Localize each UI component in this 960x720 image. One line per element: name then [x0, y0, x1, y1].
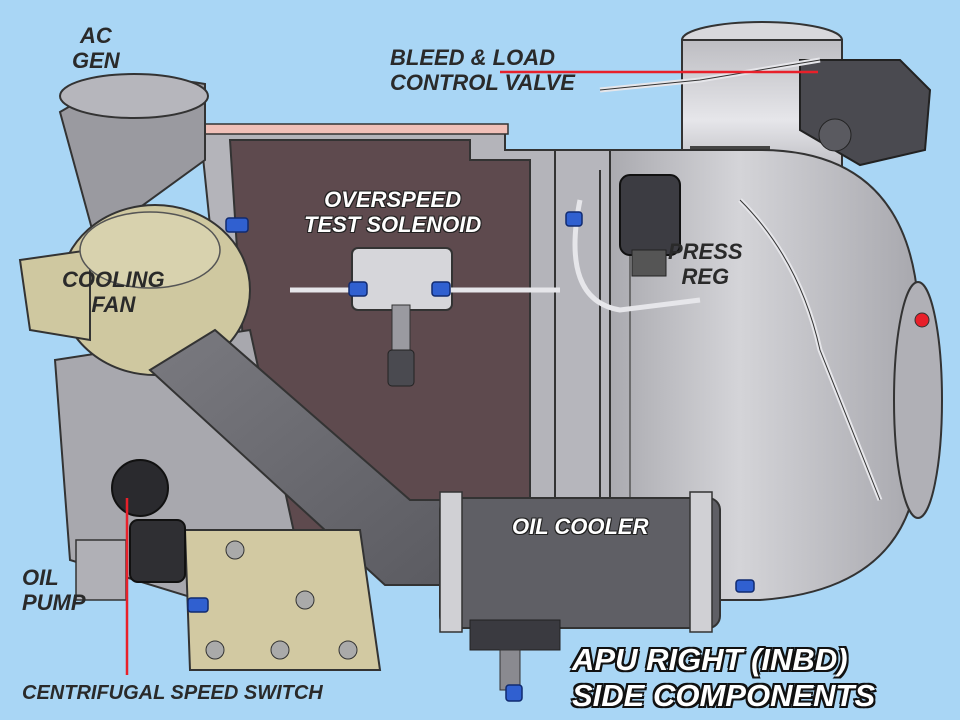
- oil-pump-part: [75, 459, 186, 601]
- cooling-fan-housing: [18, 204, 251, 376]
- ac-gen-label: AC GEN: [72, 23, 120, 73]
- tubing-outline: [599, 59, 881, 501]
- leader-lines: [125, 70, 818, 675]
- ac-gen-horn: [58, 73, 209, 242]
- overspeed-test-solenoid-label: OVERSPEED TEST SOLENOID: [304, 187, 482, 237]
- fittings: [187, 211, 755, 702]
- bleed-valve-part: [799, 59, 932, 167]
- mounting-bracket: [183, 529, 382, 671]
- bleed-load-control-valve-label: BLEED & LOAD CONTROL VALVE: [390, 45, 575, 95]
- cooling-fan-label: COOLING FAN: [62, 267, 165, 317]
- overspeed-solenoid: [351, 247, 453, 387]
- oil-pump-label: OIL PUMP: [22, 565, 86, 615]
- oil-cooler-label: OIL COOLER: [512, 514, 649, 539]
- press-reg-label: PRESS REG: [668, 239, 743, 289]
- press-reg-part: [619, 174, 681, 277]
- centrifugal-speed-switch-label: CENTRIFUGAL SPEED SWITCH: [22, 682, 323, 704]
- oil-cooler-body: [439, 491, 721, 691]
- diagram-title: APU RIGHT (INBD) SIDE COMPONENTS: [572, 642, 876, 713]
